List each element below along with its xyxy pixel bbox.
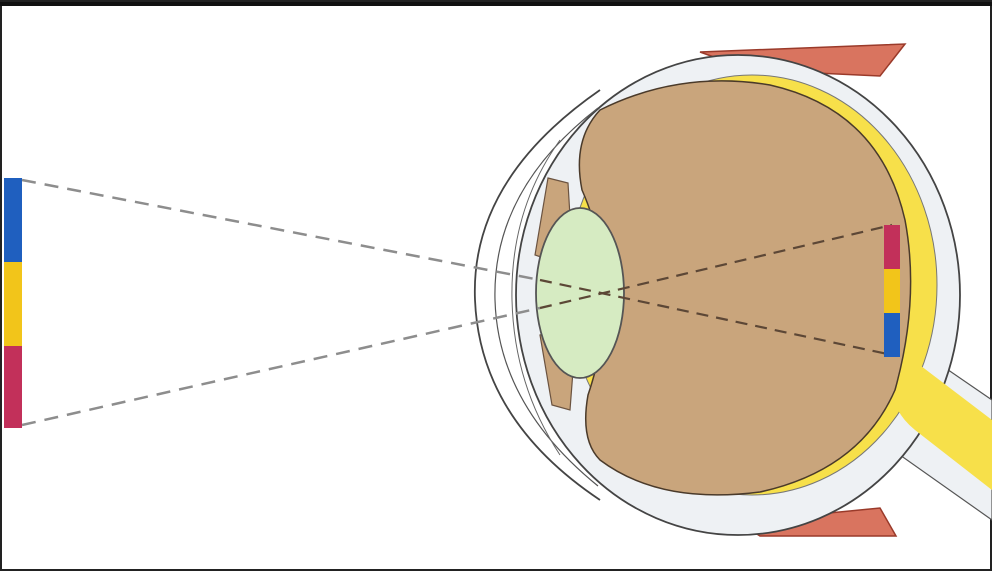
object-bar-segment-blue bbox=[4, 178, 22, 262]
retinal-image-segment-blue bbox=[884, 313, 900, 357]
object-bar-segment-red bbox=[4, 346, 22, 428]
object-bar-segment-yellow bbox=[4, 262, 22, 346]
object-bar bbox=[4, 178, 22, 428]
retinal-image-segment-yellow bbox=[884, 269, 900, 313]
retinal-image-segment-red bbox=[884, 225, 900, 269]
lens bbox=[536, 208, 624, 378]
retinal-image bbox=[884, 225, 900, 357]
